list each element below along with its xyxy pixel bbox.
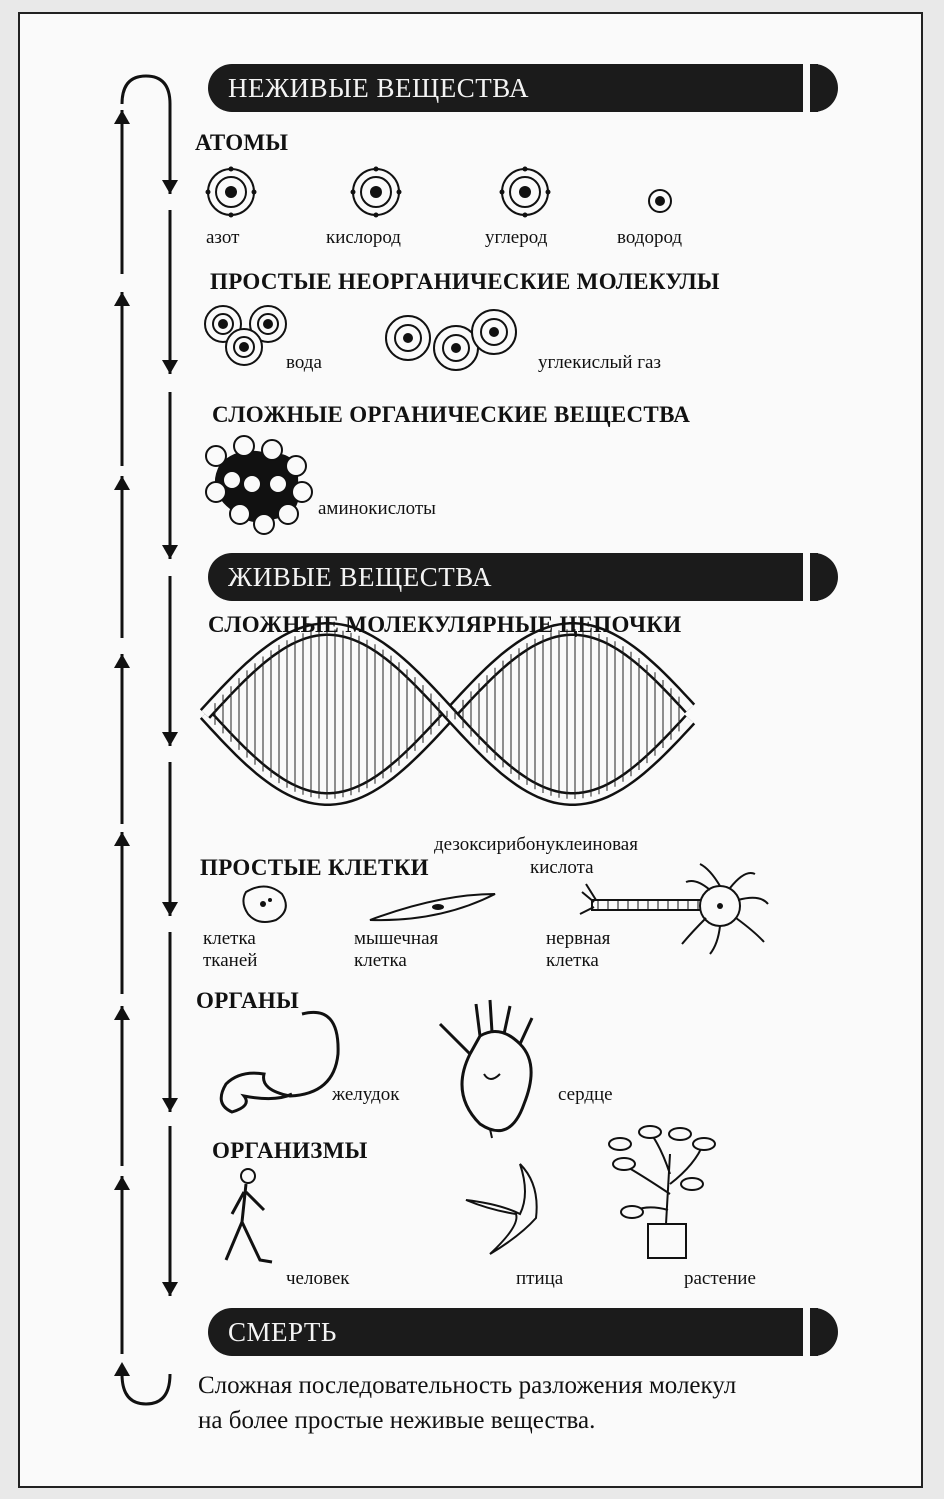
banner-living-label: ЖИВЫЕ ВЕЩЕСТВА (228, 562, 492, 593)
label-co2: углекислый газ (538, 352, 661, 374)
up-arrowhead-1 (114, 292, 130, 306)
nitrogen-atom (206, 167, 257, 218)
amino-acid-molecule (206, 436, 312, 534)
hydrogen-atom (649, 190, 671, 212)
bottom-loop (122, 1374, 170, 1404)
bird-figure (466, 1164, 537, 1254)
label-tissue-cell-1: клетка (203, 928, 256, 950)
banner-nonliving: НЕЖИВЫЕ ВЕЩЕСТВА (208, 64, 818, 112)
heading-simple-molecules: ПРОСТЫЕ НЕОРГАНИЧЕСКИЕ МОЛЕКУЛЫ (210, 269, 720, 295)
heading-organisms: ОРГАНИЗМЫ (212, 1138, 368, 1164)
down-arrowhead-2 (162, 545, 178, 559)
up-arrowhead-5 (114, 1006, 130, 1020)
label-stomach: желудок (332, 1084, 400, 1106)
stomach-organ (221, 1012, 338, 1112)
down-arrowhead-3 (162, 732, 178, 746)
label-amino-acids: аминокислоты (318, 498, 436, 520)
banner-nonliving-label: НЕЖИВЫЕ ВЕЩЕСТВА (228, 73, 529, 104)
up-arrowhead-3 (114, 654, 130, 668)
muscle-cell (370, 894, 495, 920)
top-loop (122, 76, 170, 104)
label-bird: птица (516, 1268, 563, 1290)
cycle-arrows (114, 76, 178, 1404)
label-carbon: углерод (485, 227, 547, 249)
down-arrowhead-4 (162, 902, 178, 916)
dna-helix (205, 629, 690, 799)
up-arrowhead-6 (114, 1176, 130, 1190)
heading-molecular-chains: СЛОЖНЫЕ МОЛЕКУЛЯРНЫЕ ЦЕПОЧКИ (208, 612, 681, 638)
up-arrowhead-0 (114, 110, 130, 124)
heart-organ (440, 1000, 532, 1138)
plant-figure (609, 1126, 715, 1258)
banner-death-label: СМЕРТЬ (228, 1317, 337, 1348)
label-nitrogen: азот (206, 227, 239, 249)
water-molecule (205, 306, 286, 365)
label-muscle-cell-1: мышечная (354, 928, 438, 950)
up-arrowhead-7 (114, 1362, 130, 1376)
tissue-cell (243, 886, 285, 922)
label-tissue-cell-2: тканей (203, 950, 257, 972)
cycle-illustration (20, 14, 925, 1490)
banner-death: СМЕРТЬ (208, 1308, 818, 1356)
molecules-row (205, 306, 516, 370)
down-arrowhead-5 (162, 1098, 178, 1112)
label-nerve-cell-1: нервная (546, 928, 610, 950)
up-arrowhead-4 (114, 832, 130, 846)
label-water: вода (286, 352, 322, 374)
heading-simple-cells: ПРОСТЫЕ КЛЕТКИ (200, 855, 429, 881)
label-oxygen: кислород (326, 227, 401, 249)
figure-frame: НЕЖИВЫЕ ВЕЩЕСТВА ЖИВЫЕ ВЕЩЕСТВА СМЕРТЬ А… (18, 12, 923, 1488)
up-arrowhead-2 (114, 476, 130, 490)
label-hydrogen: водород (617, 227, 682, 249)
label-nerve-cell-2: клетка (546, 950, 599, 972)
label-muscle-cell-2: клетка (354, 950, 407, 972)
heading-complex-organic: СЛОЖНЫЕ ОРГАНИЧЕСКИЕ ВЕЩЕСТВА (212, 402, 690, 428)
label-human: человек (286, 1268, 350, 1290)
organs-row (221, 1000, 532, 1138)
down-arrowhead-6 (162, 1282, 178, 1296)
co2-molecule (386, 310, 516, 370)
label-dna-line1: дезоксирибонуклеиновая (434, 834, 638, 856)
label-plant: растение (684, 1268, 756, 1290)
label-heart: сердце (558, 1084, 613, 1106)
heading-atoms: АТОМЫ (195, 130, 288, 156)
heading-organs: ОРГАНЫ (196, 988, 299, 1014)
human-figure (226, 1169, 272, 1262)
atoms-row (206, 167, 672, 218)
footer-description: Сложная последовательность разложения мо… (198, 1368, 758, 1438)
down-arrowhead-1 (162, 360, 178, 374)
carbon-atom (500, 167, 551, 218)
banner-living: ЖИВЫЕ ВЕЩЕСТВА (208, 553, 818, 601)
label-dna-line2: кислота (530, 857, 594, 879)
oxygen-atom (351, 167, 402, 218)
down-arrowhead-0 (162, 180, 178, 194)
